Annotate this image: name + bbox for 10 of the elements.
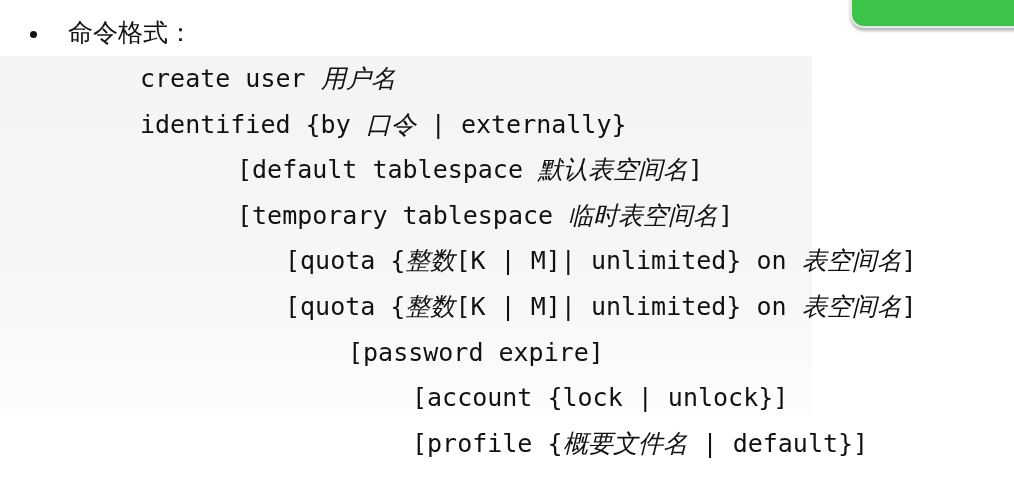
syntax-line: identified {by 口令 | externally} [140,109,627,140]
syntax-line: [account {lock | unlock}] [412,383,789,414]
syntax-line: [temporary tablespace 临时表空间名] [237,200,734,231]
heading: 命令格式： [68,18,193,48]
syntax-line: [quota {整数[K | M]| unlimited} on 表空间名] [285,246,917,277]
syntax-line: [quota {整数[K | M]| unlimited} on 表空间名] [285,292,917,322]
syntax-line: [password expire] [348,337,604,368]
syntax-line: [profile {概要文件名 | default}] [412,428,869,459]
syntax-line: [default tablespace 默认表空间名] [237,155,704,186]
syntax-line: create user 用户名 [140,64,396,94]
